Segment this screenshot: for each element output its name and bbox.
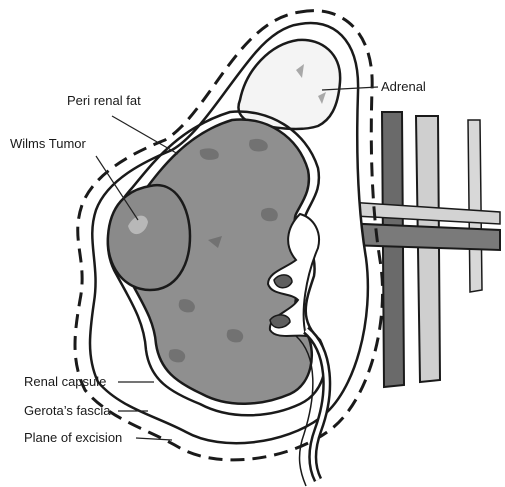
wilms-tumor [108, 185, 190, 290]
adrenal-label: Adrenal [381, 79, 426, 94]
aorta [416, 116, 440, 382]
right-vessel [468, 120, 482, 292]
renal-capsule-label: Renal capsule [24, 374, 106, 389]
vena-cava [382, 112, 404, 387]
hilum-calyx-2 [270, 315, 290, 328]
plane-of-excision-leader [136, 438, 172, 440]
wilms-tumor-label: Wilms Tumor [10, 136, 87, 151]
plane-of-excision-label: Plane of excision [24, 430, 122, 445]
hilum-calyx-1 [274, 275, 292, 288]
peri-renal-fat-label: Peri renal fat [67, 93, 141, 108]
gerotas-fascia-label: Gerota’s fascia [24, 403, 111, 418]
